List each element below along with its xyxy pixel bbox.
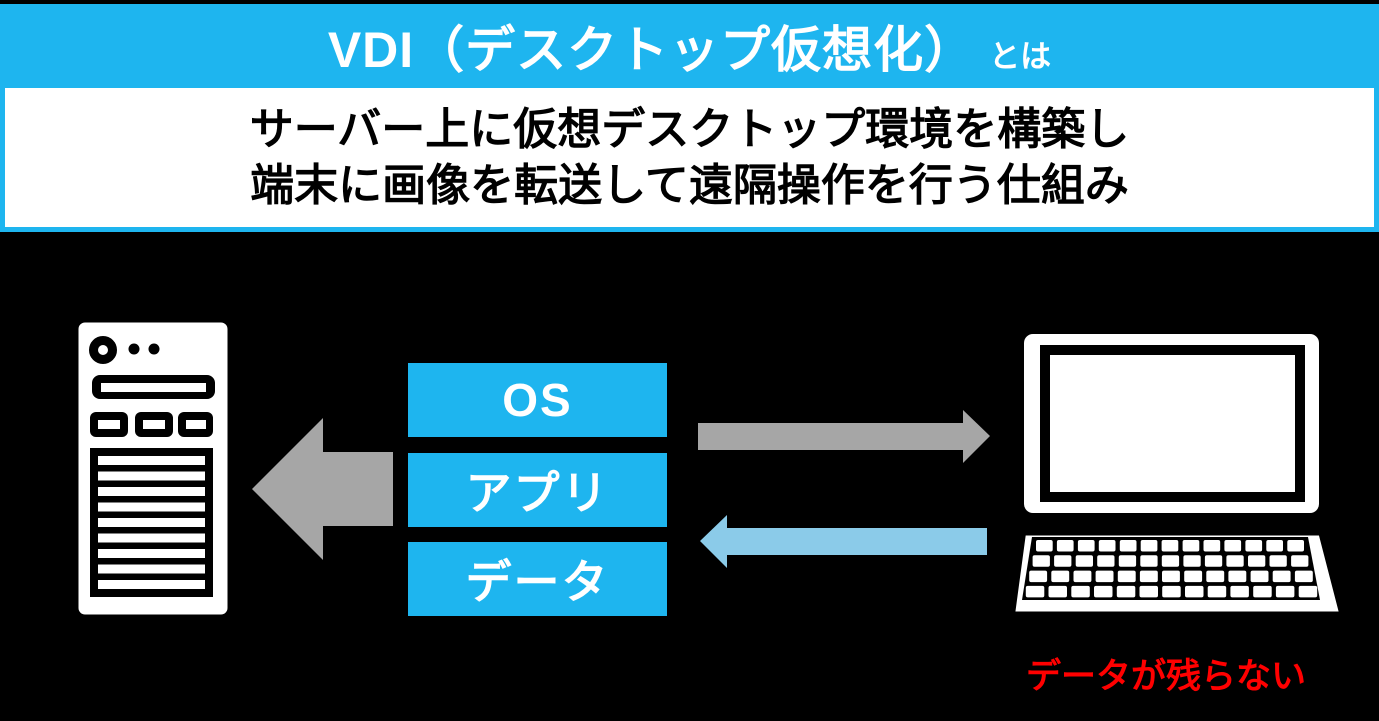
led-dot-icon	[128, 343, 140, 355]
arrow-right-to-laptop-icon	[698, 410, 990, 463]
vent-grille	[90, 448, 213, 597]
laptop-icon	[1001, 320, 1354, 625]
subtitle-line-1: サーバー上に仮想デスクトップ環境を構築し	[249, 104, 1130, 154]
layer-label: OS	[502, 374, 573, 426]
laptop-screen	[1040, 345, 1305, 502]
caption-no-data-remains: データが残らない	[1025, 657, 1306, 696]
subtitle-line-2: 端末に画像を転送して遠隔操作を行う仕組み	[250, 160, 1129, 210]
arrow-left-to-server-icon	[252, 418, 393, 560]
layer-box-os: OS	[408, 363, 667, 437]
server-tower-icon	[63, 307, 243, 630]
page-title: VDI（デスクトップ仮想化）	[327, 22, 976, 78]
page-title-suffix: とは	[989, 38, 1052, 74]
power-led-icon	[89, 336, 117, 364]
arrow-left-from-laptop-icon	[700, 515, 987, 568]
layer-box-data: データ	[408, 542, 667, 616]
layer-label: アプリ	[465, 467, 610, 519]
header-bar: VDI（デスクトップ仮想化） とは	[0, 4, 1379, 88]
layer-label: データ	[465, 556, 610, 608]
layer-box-app: アプリ	[408, 453, 667, 527]
laptop-keyboard	[1022, 537, 1320, 600]
led-dot-icon	[148, 343, 160, 355]
subtitle-box: サーバー上に仮想デスクトップ環境を構築し 端末に画像を転送して遠隔操作を行う仕組…	[0, 88, 1379, 232]
